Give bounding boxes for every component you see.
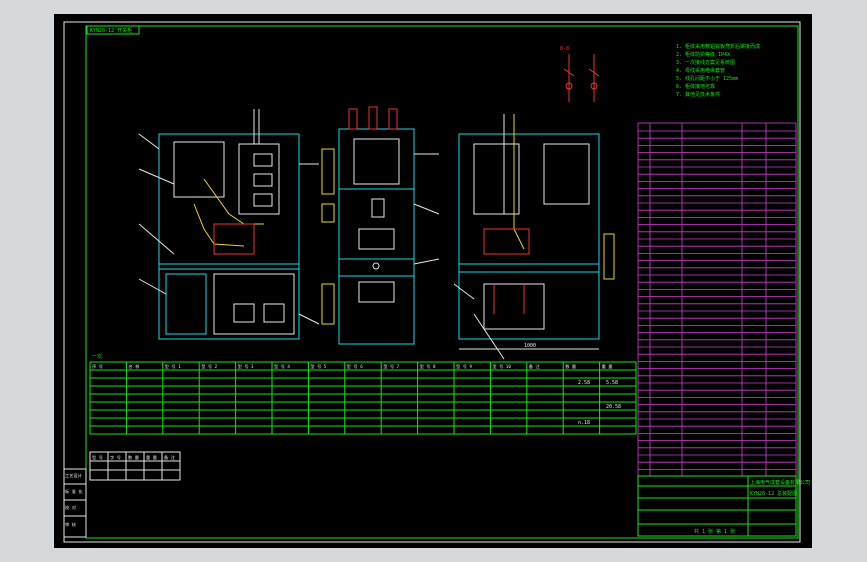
outer-border [63, 21, 801, 543]
inner-border [85, 25, 799, 539]
small-h1: 字 号 [110, 454, 121, 461]
title-tag: KYN28-12 开关柜 [90, 27, 132, 34]
sched-val-1: 5.58 [606, 380, 618, 386]
sched-val-2: 20.58 [606, 404, 621, 410]
schedule-header: 型 号 5 [310, 363, 326, 370]
schedule-header: 备 注 [529, 363, 541, 370]
parts-list-table [637, 122, 797, 477]
note-5: 6. 柜体接地可靠 [676, 83, 715, 90]
small-summary-table: 型 号 字 号 数 量 重 量 备 注 [89, 451, 181, 481]
schedule-header: 型 号 3 [238, 363, 254, 370]
sched-val-3: n.18 [578, 420, 590, 426]
side-view-right: 1000 [453, 114, 615, 360]
title-block-sheet: 共 1 张 第 1 张 [694, 528, 735, 535]
title-block-company: 上海电气成套设备有限公司 [750, 479, 810, 486]
small-h0: 型 号 [92, 454, 103, 461]
schedule-header: 序 号 [92, 363, 103, 370]
schedule-header: 型 号 4 [274, 363, 290, 370]
single-line-schematic: 8-8 [560, 46, 600, 102]
component-schedule-table: 一次 2.58 5.58 20.58 n.18 序 号 名 称 型 号 1 型 号 2… [89, 353, 637, 435]
left-title-strip: 工艺设计 标 准 化 校 对 审 核 [63, 468, 87, 538]
schedule-header: 型 号 2 [201, 363, 217, 370]
note-1: 2. 柜体防护等级 IP4X [676, 51, 730, 58]
dimension-label: 1000 [524, 343, 536, 349]
small-h3: 重 量 [146, 454, 157, 461]
side-view-left [138, 109, 320, 340]
small-h4: 备 注 [164, 454, 176, 461]
strip-3: 审 核 [65, 521, 77, 528]
front-view [321, 106, 440, 345]
schedule-header: 数 量 [565, 363, 576, 370]
schedule-header: 型 号 6 [347, 363, 363, 370]
schedule-header: 型 号 9 [456, 363, 472, 370]
cad-drawing-viewport[interactable]: KYN28-12 开关柜 工艺设计 标 准 化 校 对 审 核 [54, 14, 812, 548]
note-2: 3. 一次接线方案见系统图 [676, 59, 735, 66]
note-4: 5. 线孔间距不小于 125mm [676, 75, 738, 82]
schedule-header: 型 号 8 [420, 363, 436, 370]
strip-0: 工艺设计 [65, 472, 82, 479]
note-3: 4. 母线采用绝缘套管 [676, 67, 725, 74]
diagram-label: 8-8 [560, 46, 569, 52]
small-h2: 数 量 [128, 454, 139, 461]
schedule-title: 一次 [92, 353, 102, 360]
sched-val-0: 2.58 [578, 380, 590, 386]
technical-notes: 1. 柜体采用敷铝锌板弯折后铆接而成 2. 柜体防护等级 IP4X 3. 一次接… [676, 43, 760, 98]
title-block-drawing: KYN28-12 总装配图 [750, 490, 797, 497]
schedule-header: 重 量 [602, 363, 613, 370]
schedule-header: 型 号 10 [492, 363, 511, 370]
strip-2: 校 对 [65, 504, 76, 511]
title-block: 上海电气成套设备有限公司 KYN28-12 总装配图 共 1 张 第 1 张 [637, 475, 810, 537]
schedule-header: 型 号 7 [383, 363, 399, 370]
note-0: 1. 柜体采用敷铝锌板弯折后铆接而成 [676, 43, 760, 50]
note-6: 7. 其他见技术条件 [676, 91, 720, 98]
schedule-header: 型 号 1 [165, 363, 181, 370]
title-tag-box [86, 25, 140, 35]
strip-1: 标 准 化 [65, 488, 83, 495]
schedule-header: 名 称 [128, 363, 139, 370]
drawing-sheet: KYN28-12 开关柜 工艺设计 标 准 化 校 对 审 核 [63, 21, 810, 543]
